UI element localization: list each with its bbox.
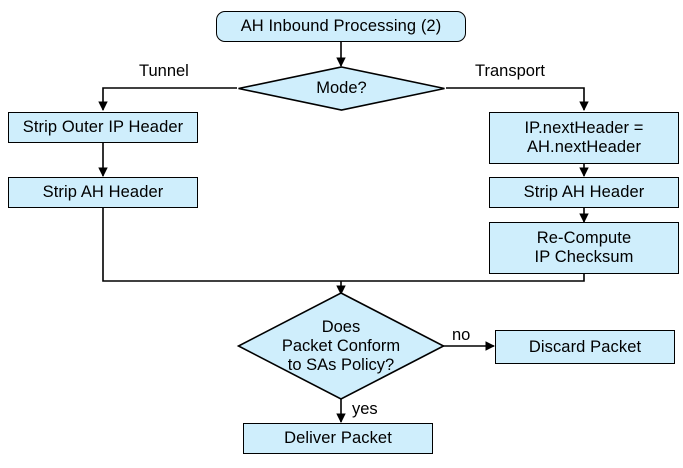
node-discard-packet-label: Discard Packet bbox=[528, 337, 642, 356]
node-strip-outer-ip-header-label: Strip Outer IP Header bbox=[22, 118, 184, 136]
node-strip-ah-header-transport-label: Strip AH Header bbox=[523, 183, 645, 201]
node-start-label: AH Inbound Processing (2) bbox=[240, 17, 442, 35]
mode-decision-shape bbox=[238, 66, 445, 111]
edge-mode-tunnel bbox=[98, 87, 237, 111]
policy-decision-shape bbox=[236, 292, 446, 400]
node-next-header-copy-line1: IP.nextHeader = bbox=[524, 119, 644, 137]
node-strip-ah-header-tunnel-label: Strip AH Header bbox=[42, 183, 164, 201]
edge-label-transport: Transport bbox=[475, 62, 545, 80]
node-strip-outer-ip-header[interactable]: Strip Outer IP Header bbox=[8, 112, 198, 143]
node-mode-decision-label: Mode? bbox=[316, 79, 367, 97]
node-policy-decision-label: Does Packet Conform to SAs Policy? bbox=[281, 317, 401, 374]
edge-label-tunnel: Tunnel bbox=[139, 62, 189, 80]
node-deliver-packet[interactable]: Deliver Packet bbox=[243, 423, 433, 454]
edge-label-yes: yes bbox=[352, 400, 378, 418]
node-recompute-checksum-line1: Re-Compute bbox=[536, 229, 632, 247]
edge-left-merge bbox=[102, 207, 341, 282]
node-strip-ah-header-tunnel[interactable]: Strip AH Header bbox=[8, 177, 198, 208]
edge-mode-transport bbox=[446, 87, 589, 111]
node-next-header-copy[interactable]: IP.nextHeader = AH.nextHeader bbox=[489, 112, 679, 164]
node-deliver-packet-label: Deliver Packet bbox=[284, 429, 392, 447]
node-strip-ah-header-transport[interactable]: Strip AH Header bbox=[489, 177, 679, 208]
node-policy-decision[interactable]: Does Packet Conform to SAs Policy? bbox=[236, 292, 446, 400]
node-mode-decision[interactable]: Mode? bbox=[237, 66, 446, 111]
node-next-header-copy-line2: AH.nextHeader bbox=[526, 138, 642, 156]
node-recompute-checksum-line2: IP Checksum bbox=[534, 248, 634, 266]
node-discard-packet[interactable]: Discard Packet bbox=[495, 330, 675, 364]
node-recompute-checksum[interactable]: Re-Compute IP Checksum bbox=[489, 222, 679, 274]
edge-label-no: no bbox=[452, 326, 471, 344]
node-start[interactable]: AH Inbound Processing (2) bbox=[216, 11, 466, 42]
